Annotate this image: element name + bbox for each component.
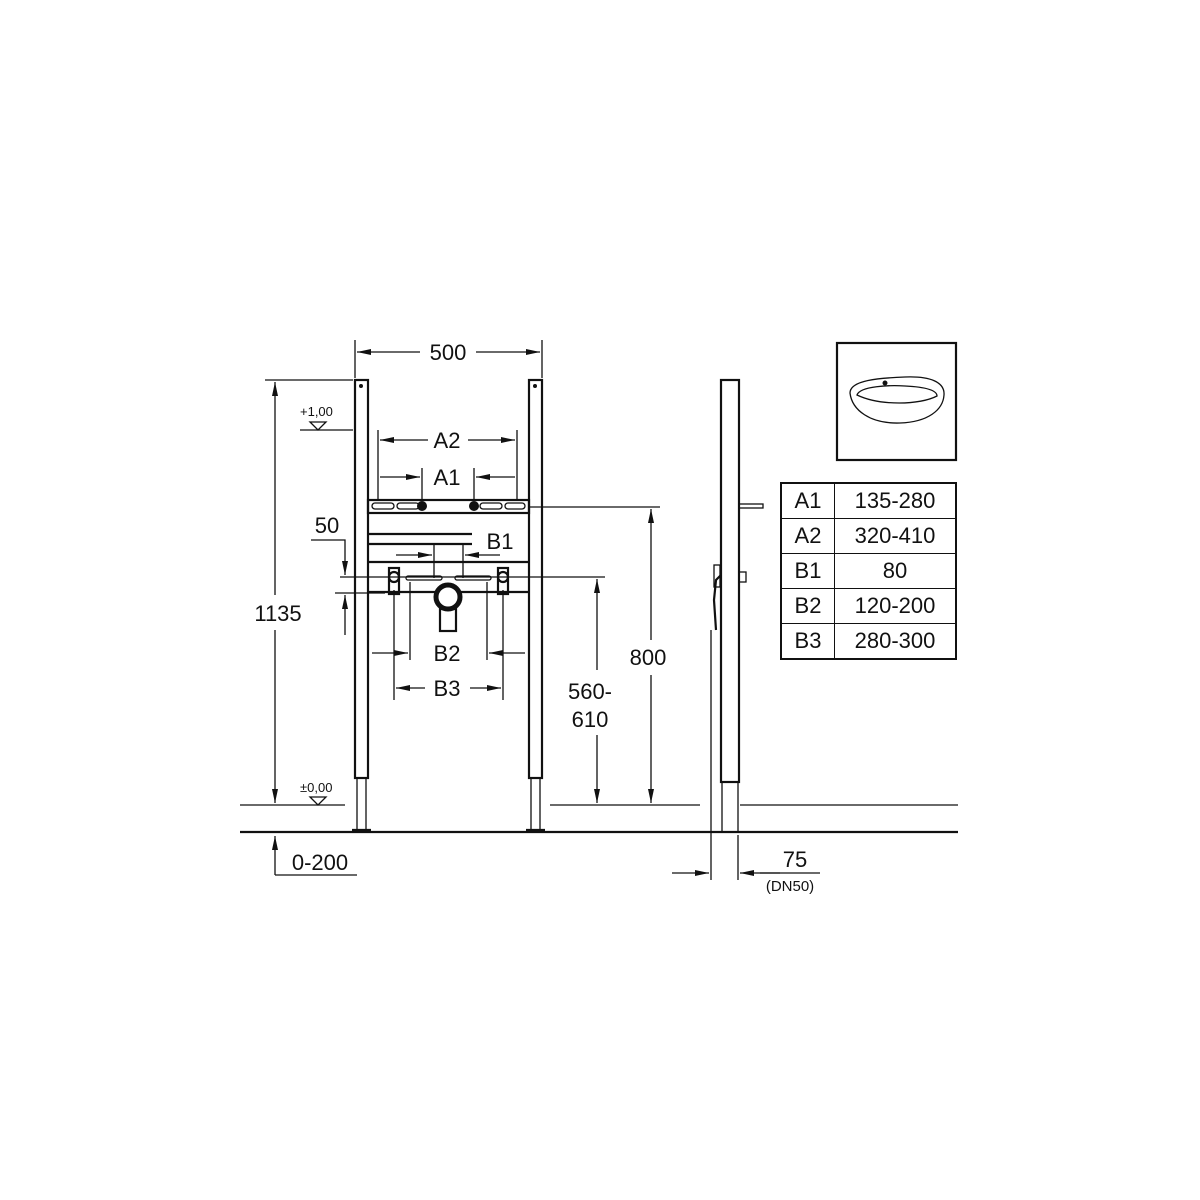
table-key: B3 [780,623,835,660]
dim-800-label: 800 [630,645,667,670]
table-key: B1 [780,553,835,589]
dim-500-label: 500 [430,340,467,365]
table-value: 120-200 [834,588,957,624]
dimension-heights: 800 560- 610 [340,506,667,803]
dimension-75: 75 (DN50) [672,847,820,895]
dimension-50: 50 [311,513,385,635]
dimension-1135: 1135 [254,379,353,803]
dim-50-label: 50 [315,513,339,538]
dim-a2-label: A2 [434,428,461,453]
dim-560-label: 560- [568,679,612,704]
level-markers: +1,00 ±0,00 [300,404,353,806]
dimension-500: 500 [354,340,543,378]
level-top-label: +1,00 [300,404,333,419]
table-key: A1 [780,482,835,519]
frame-front-view [352,378,545,832]
dim-0-200-label: 0-200 [292,850,348,875]
dim-1135-label: 1135 [254,601,301,626]
table-key: B2 [780,588,835,624]
dimension-b: B1 B2 B3 [372,529,525,701]
floor-lines [240,804,958,834]
dim-a1-label: A1 [434,465,461,490]
dim-b3-label: B3 [434,676,461,701]
dimension-0-200: 0-200 [272,836,357,876]
dim-b1-label: B1 [487,529,514,554]
dim-75-label: 75 [783,847,807,872]
dim-610-label: 610 [572,707,609,732]
table-value: 280-300 [834,623,957,660]
frame-side-view [710,378,764,880]
table-value: 135-280 [834,482,957,519]
dimension-a: A2 A1 [377,428,518,500]
washbasin-icon [835,341,958,462]
table-key: A2 [780,518,835,554]
level-floor-label: ±0,00 [300,780,332,795]
dim-dn50-label: (DN50) [766,878,814,895]
dim-b2-label: B2 [434,641,461,666]
table-value: 80 [834,553,957,589]
table-value: 320-410 [834,518,957,554]
